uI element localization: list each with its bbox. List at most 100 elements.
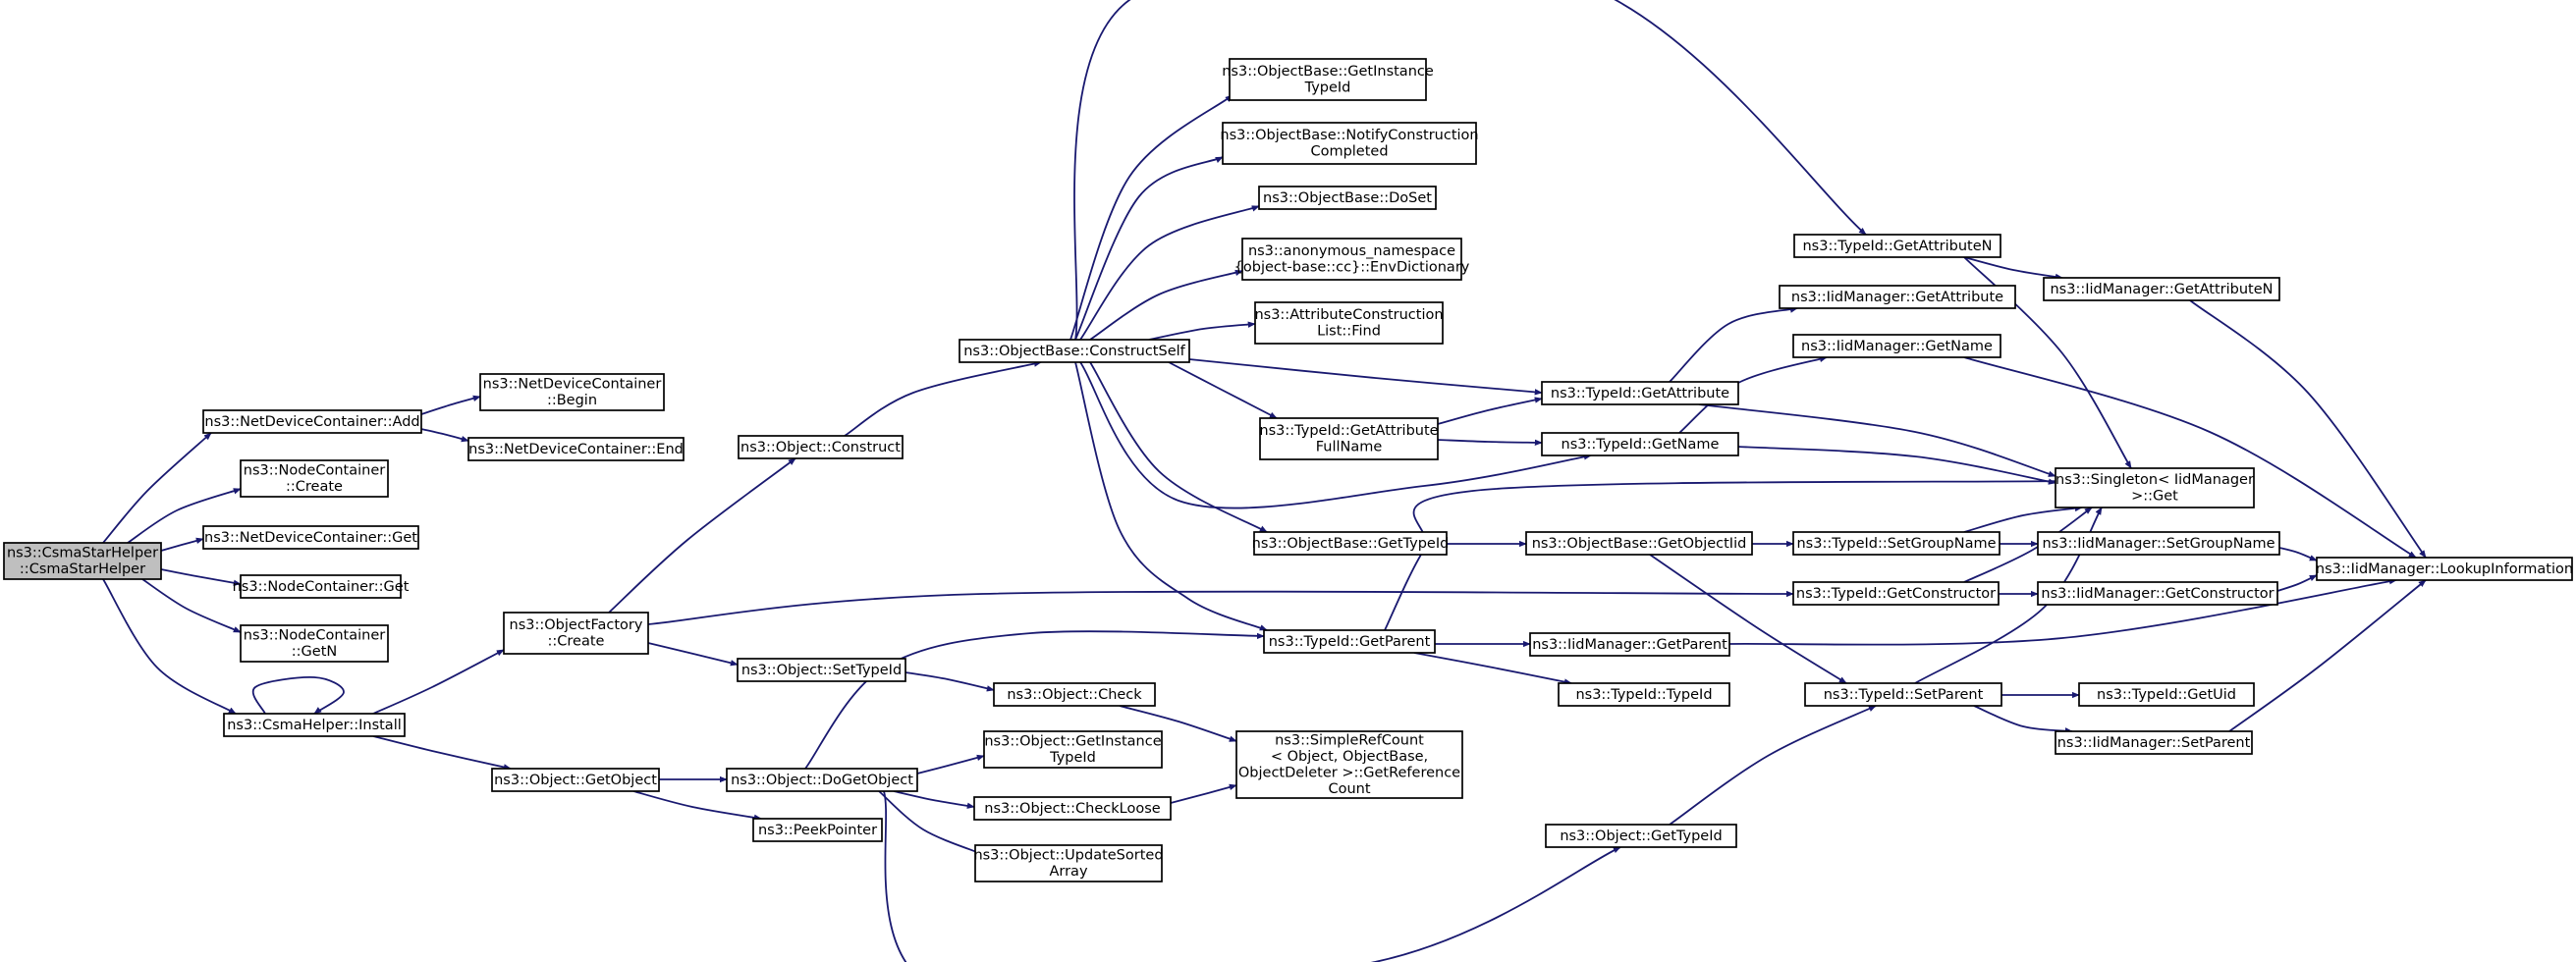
node-label: ::Begin (547, 393, 597, 408)
graph-node-nc-get[interactable]: ns3::NodeContainer::Get (233, 574, 410, 599)
graph-node-nc-getn[interactable]: ns3::NodeContainer::GetN (240, 624, 389, 663)
graph-node-iid-setgroupname[interactable]: ns3::IidManager::SetGroupName (2037, 531, 2280, 556)
call-edge-root-to-ndc-get (160, 537, 204, 552)
graph-node-obj-construct[interactable]: ns3::Object::Construct (738, 435, 904, 459)
graph-node-ob-gettypeid[interactable]: ns3::ObjectBase::GetTypeId (1252, 531, 1450, 556)
graph-node-ob-constructself[interactable]: ns3::ObjectBase::ConstructSelf (959, 339, 1190, 363)
node-label: List::Find (1317, 324, 1381, 340)
call-nodes: ns3::CsmaStarHelper::CsmaStarHelperns3::… (3, 58, 2573, 882)
graph-node-of-create[interactable]: ns3::ObjectFactory::Create (503, 612, 649, 655)
node-box (1804, 682, 2002, 707)
graph-node-obj-check[interactable]: ns3::Object::Check (993, 682, 1156, 707)
node-label: ns3::NetDeviceContainer (483, 377, 662, 393)
node-box (1229, 58, 1427, 101)
graph-node-ndc-begin[interactable]: ns3::NetDeviceContainer::Begin (479, 373, 665, 411)
graph-node-tid-getattr[interactable]: ns3::TypeId::GetAttribute (1541, 381, 1739, 405)
node-label: ns3::TypeId::GetName (1562, 437, 1720, 453)
call-edge-csma-install-to-of-create (372, 649, 505, 715)
graph-node-csma-install[interactable]: ns3::CsmaHelper::Install (223, 713, 406, 737)
call-edge-of-create-to-obj-settypeid (647, 642, 739, 667)
call-edge-ndc-add-to-ndc-begin (420, 395, 481, 415)
node-box (1222, 122, 1477, 165)
graph-node-ob-getobjectiid[interactable]: ns3::ObjectBase::GetObjectIid (1525, 531, 1753, 556)
node-box (2055, 730, 2253, 755)
node-label: ns3::NetDeviceContainer::End (468, 442, 684, 457)
graph-node-tid-typeid[interactable]: ns3::TypeId::TypeId (1558, 682, 1730, 707)
graph-node-iid-getattrn[interactable]: ns3::IidManager::GetAttributeN (2043, 277, 2280, 301)
call-edge-csma-install-to-csma-install (251, 676, 345, 715)
graph-node-ob-notify[interactable]: ns3::ObjectBase::NotifyConstructionCompl… (1220, 122, 1479, 165)
call-edge-obj-dogetobject-to-obj-gettypeid (883, 790, 1621, 962)
call-edge-ob-constructself-to-ob-gettypeid (1089, 361, 1268, 533)
graph-node-iid-lookup[interactable]: ns3::IidManager::LookupInformation (2316, 557, 2573, 581)
graph-node-tid-getconstructor[interactable]: ns3::TypeId::GetConstructor (1792, 581, 2000, 606)
graph-node-ndc-add[interactable]: ns3::NetDeviceContainer::Add (202, 409, 422, 434)
node-label: ns3::TypeId::GetAttributeN (1802, 239, 1992, 254)
graph-node-tid-getparent[interactable]: ns3::TypeId::GetParent (1263, 629, 1436, 654)
graph-node-ndc-get[interactable]: ns3::NetDeviceContainer::Get (202, 525, 419, 550)
node-box (1779, 285, 2016, 309)
node-box (1545, 824, 1737, 848)
call-edge-ob-constructself-to-tid-getattrn (1073, 0, 1867, 341)
node-label: ns3::SimpleRefCount (1275, 733, 1424, 749)
node-box (752, 818, 883, 842)
graph-node-singleton-get[interactable]: ns3::Singleton< IidManager>::Get (2055, 467, 2255, 508)
graph-node-peekpointer[interactable]: ns3::PeekPointer (752, 818, 883, 842)
graph-node-tid-getattrn[interactable]: ns3::TypeId::GetAttributeN (1793, 234, 2001, 258)
graph-node-iid-getconstructor[interactable]: ns3::IidManager::GetConstructor (2037, 581, 2278, 606)
call-edge-tid-getattrn-to-iid-getattrn (1963, 256, 2063, 281)
graph-node-ob-doset[interactable]: ns3::ObjectBase::DoSet (1258, 186, 1437, 210)
call-edge-iid-getparent-to-iid-lookup (1728, 578, 2397, 646)
call-edge-ob-constructself-to-tid-getattrfullname (1168, 361, 1278, 419)
node-label: ns3::NodeContainer (244, 463, 385, 479)
graph-node-iid-getattr[interactable]: ns3::IidManager::GetAttribute (1779, 285, 2016, 309)
node-label: ns3::ObjectBase::DoSet (1263, 190, 1432, 206)
node-box (1541, 432, 1739, 456)
node-box (1792, 531, 2001, 556)
node-label: ns3::TypeId::GetAttribute (1259, 423, 1438, 439)
graph-node-srefcount[interactable]: ns3::SimpleRefCount< Object, ObjectBase,… (1235, 730, 1463, 799)
graph-node-tid-getuid[interactable]: ns3::TypeId::GetUid (2078, 682, 2255, 707)
graph-node-tid-setparent[interactable]: ns3::TypeId::SetParent (1804, 682, 2002, 707)
graph-node-tid-setgroupname[interactable]: ns3::TypeId::SetGroupName (1792, 531, 2001, 556)
graph-node-obj-checkloose[interactable]: ns3::Object::CheckLoose (973, 796, 1172, 821)
call-edge-ob-constructself-to-acl-find (1148, 321, 1256, 341)
graph-node-obj-getobject[interactable]: ns3::Object::GetObject (491, 768, 660, 792)
node-label: ns3::Singleton< IidManager (2055, 472, 2254, 488)
graph-node-iid-getparent[interactable]: ns3::IidManager::GetParent (1529, 632, 1730, 657)
graph-node-iid-setparent[interactable]: ns3::IidManager::SetParent (2055, 730, 2253, 755)
graph-node-nc-create[interactable]: ns3::NodeContainer::Create (240, 459, 389, 498)
node-box (973, 796, 1172, 821)
call-edge-tid-getattrfullname-to-tid-getattr (1437, 397, 1543, 425)
node-label: ns3::Object::UpdateSorted (973, 848, 1163, 864)
node-box (2316, 557, 2573, 581)
graph-node-root[interactable]: ns3::CsmaStarHelper::CsmaStarHelper (3, 542, 162, 580)
call-edge-obj-checkloose-to-srefcount (1170, 783, 1237, 804)
node-label: ns3::ObjectBase::GetObjectIid (1532, 536, 1747, 552)
node-label: ns3::Object::DoGetObject (731, 773, 913, 788)
call-edge-tid-setparent-to-iid-setparent (1973, 705, 2073, 734)
node-label: Array (1049, 864, 1087, 880)
node-label: ns3::IidManager::GetConstructor (2041, 586, 2274, 602)
graph-node-obj-gettypeid[interactable]: ns3::Object::GetTypeId (1545, 824, 1737, 848)
graph-node-obj-settypeid[interactable]: ns3::Object::SetTypeId (737, 658, 906, 682)
call-edge-iid-setgroupname-to-iid-lookup (2278, 547, 2318, 561)
node-label: ns3::ObjectBase::GetInstance (1222, 64, 1434, 80)
graph-node-anon-envdict[interactable]: ns3::anonymous_namespace{object-base::cc… (1234, 238, 1470, 281)
call-edge-ob-constructself-to-tid-getparent (1074, 361, 1268, 631)
graph-node-iid-getname[interactable]: ns3::IidManager::GetName (1792, 334, 2001, 358)
node-label: Count (1328, 781, 1370, 797)
call-edge-ob-constructself-to-anon-envdict (1089, 269, 1243, 341)
node-box (202, 525, 419, 550)
call-edge-iid-getattrn-to-iid-lookup (2189, 299, 2427, 559)
graph-node-ndc-end[interactable]: ns3::NetDeviceContainer::End (467, 437, 685, 461)
node-label: ns3::IidManager::SetParent (2057, 735, 2251, 751)
graph-node-tid-getname[interactable]: ns3::TypeId::GetName (1541, 432, 1739, 456)
graph-node-obj-dogetobject[interactable]: ns3::Object::DoGetObject (726, 768, 918, 792)
node-box (240, 624, 389, 663)
